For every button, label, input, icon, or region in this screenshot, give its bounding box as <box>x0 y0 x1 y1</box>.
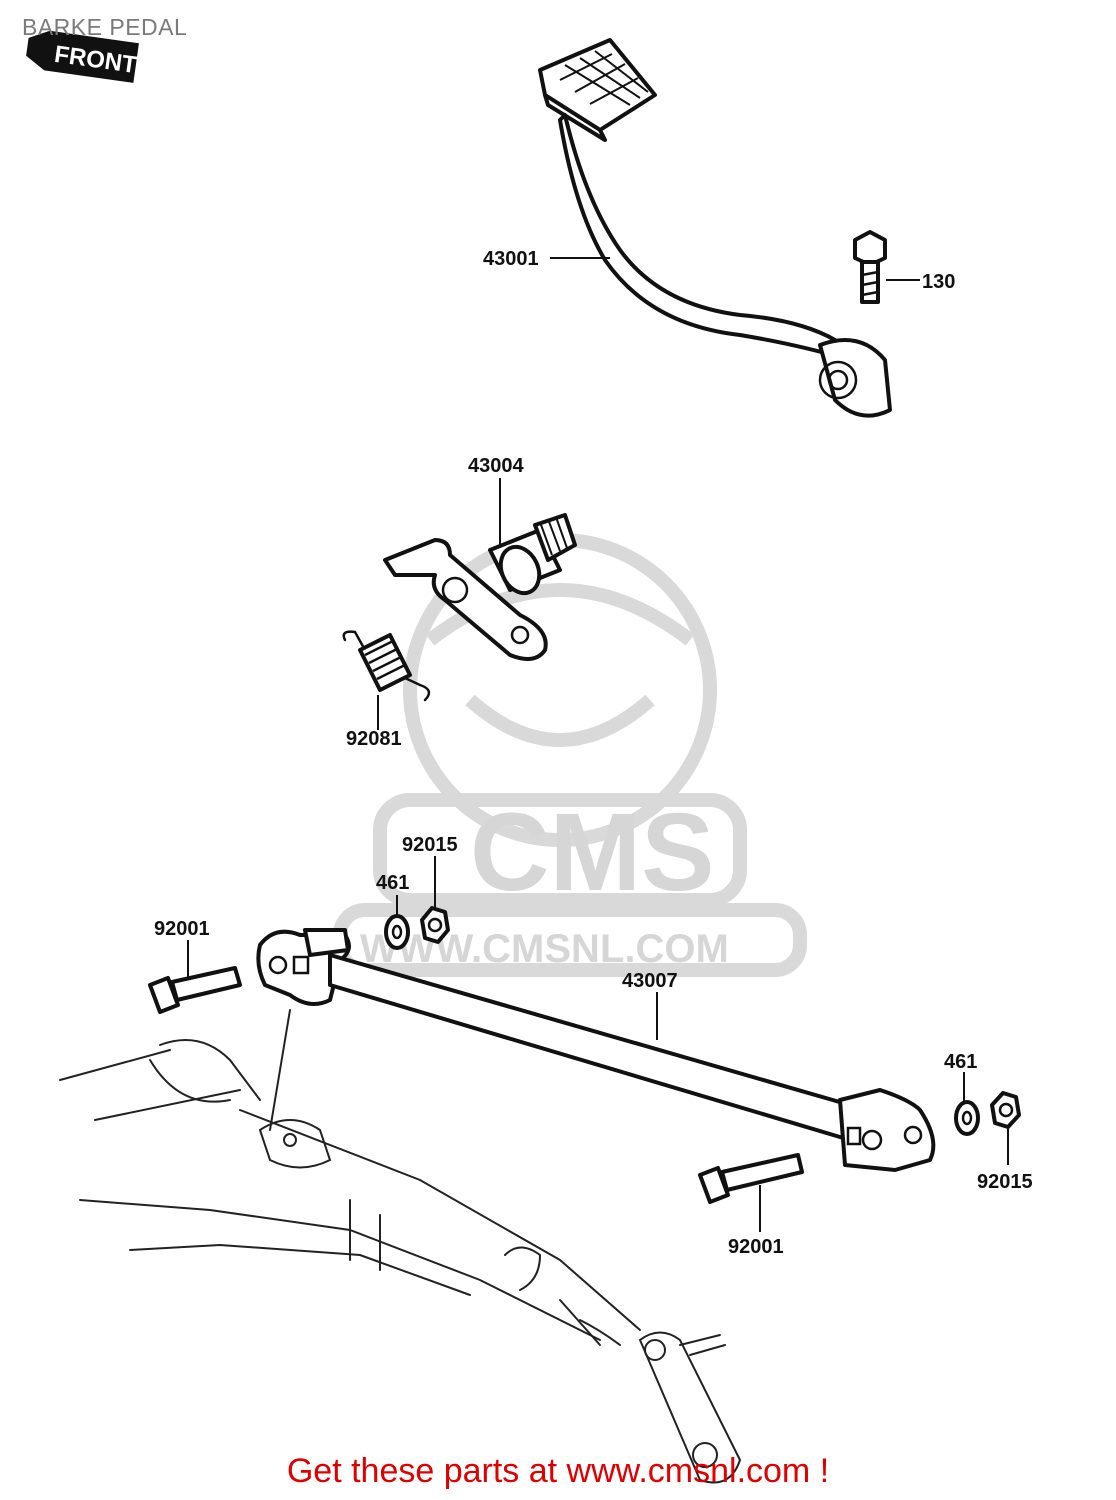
callout-92081: 92081 <box>346 728 402 750</box>
brake-pedal-43001 <box>538 38 892 418</box>
callout-43004: 43004 <box>468 455 524 477</box>
front-direction-mark: FRONT <box>26 30 139 83</box>
callout-92015-lower: 92015 <box>977 1171 1033 1193</box>
callout-92015-upper: 92015 <box>402 834 458 856</box>
brake-rod-43007 <box>256 928 936 1172</box>
watermark-url: WWW.CMSNL.COM <box>360 927 729 971</box>
callout-43007: 43007 <box>622 970 678 992</box>
bolt-92001-left <box>148 966 242 1014</box>
washer-461-lower <box>954 1100 980 1136</box>
bolt-92001-right <box>698 1153 804 1204</box>
callout-92001-left: 92001 <box>154 918 210 940</box>
spring-92081 <box>342 630 431 702</box>
footer-link-text[interactable]: Get these parts at www.cmsnl.com ! <box>286 1452 830 1490</box>
callout-130: 130 <box>922 271 955 293</box>
callout-461-upper: 461 <box>376 872 409 894</box>
nut-92015-upper <box>420 906 450 944</box>
cmsnl-watermark: CMS WWW.CMSNL.COM <box>333 533 807 977</box>
callout-92001-right: 92001 <box>728 1236 784 1258</box>
callout-43001: 43001 <box>483 248 539 270</box>
callout-461-lower: 461 <box>944 1051 977 1073</box>
bolt-130 <box>853 230 887 304</box>
nut-92015-lower <box>990 1091 1021 1129</box>
watermark-brand: CMS <box>470 791 714 914</box>
brake-shaft-43004 <box>383 513 577 661</box>
washer-461-upper <box>384 914 410 950</box>
leader-lines <box>187 257 1009 1232</box>
frame-sketch <box>59 1009 742 1484</box>
page-title: BARKE PEDAL <box>22 14 188 40</box>
part-callouts: 43001 130 43004 92081 92015 461 92001 43… <box>154 248 1033 1258</box>
